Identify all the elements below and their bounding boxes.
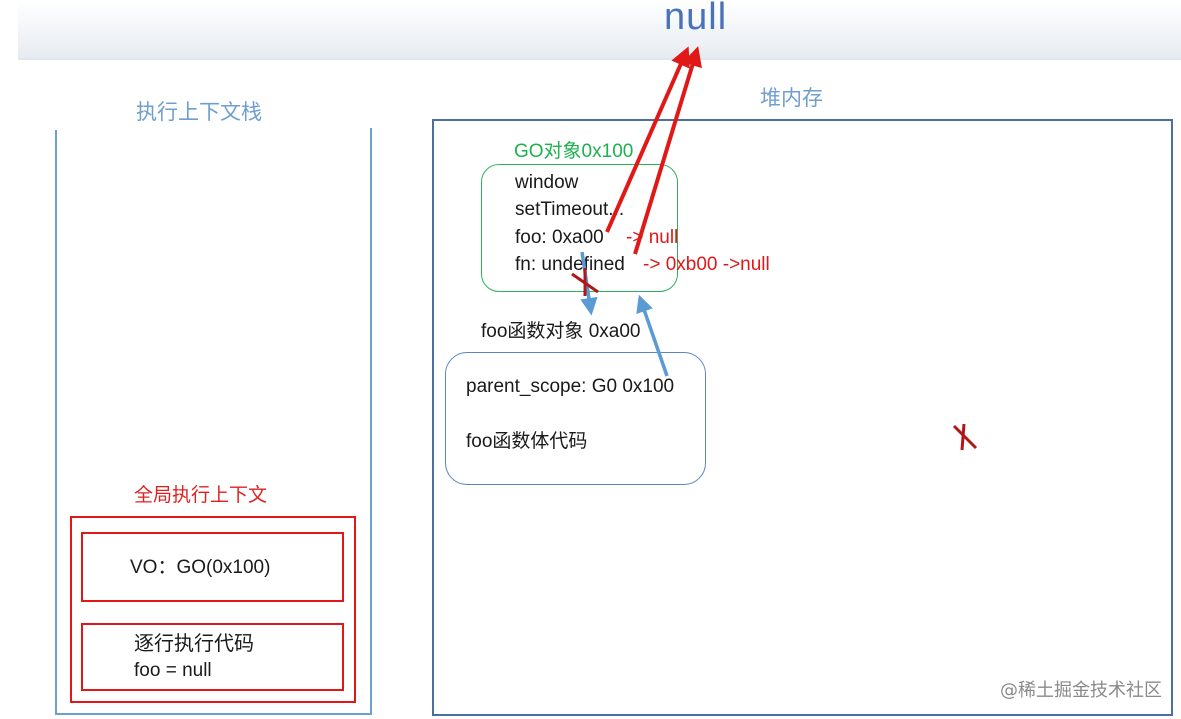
stack-left-border: [55, 130, 57, 715]
blue-arrow-scope-to-go: [636, 294, 669, 377]
code-line: foo = null: [134, 660, 212, 681]
foo-parent-scope: parent_scope: G0 0x100: [466, 376, 675, 397]
go-line-fn: fn: undefined: [515, 254, 625, 275]
cross-mark-icon: [571, 268, 599, 296]
watermark: @稀土掘金技术社区: [1000, 680, 1162, 701]
red-arrow-fn-to-null: [633, 46, 702, 255]
go-fn-change: -> 0xb00 ->null: [643, 254, 770, 275]
go-object-title: GO对象0x100: [514, 141, 634, 162]
go-line-window: window: [515, 172, 579, 193]
cross-mark-icon: [952, 423, 978, 451]
foo-body-code: foo函数体代码: [466, 431, 588, 452]
vo-label: VO：GO(0x100): [130, 557, 271, 578]
foo-object-box: [445, 352, 706, 485]
go-object-box: [481, 164, 678, 292]
go-line-settimeout: setTimeout...: [515, 199, 625, 220]
stack-bottom-border: [55, 713, 372, 715]
null-label-top: null: [664, 0, 728, 38]
red-arrow-foo-to-null: [605, 46, 690, 233]
vo-box: [81, 532, 344, 602]
heap-title: 堆内存: [760, 86, 823, 110]
code-title: 逐行执行代码: [134, 633, 254, 655]
code-box: [81, 623, 344, 691]
global-ec-title: 全局执行上下文: [134, 484, 268, 506]
go-line-foo: foo: 0xa00: [515, 227, 604, 248]
heap-box: [432, 119, 1173, 716]
stack-right-border: [370, 128, 372, 715]
foo-object-title: foo函数对象 0xa00: [481, 321, 641, 342]
global-ec-box: [70, 516, 356, 703]
top-band: [18, 0, 1181, 60]
stack-title: 执行上下文栈: [136, 100, 262, 124]
